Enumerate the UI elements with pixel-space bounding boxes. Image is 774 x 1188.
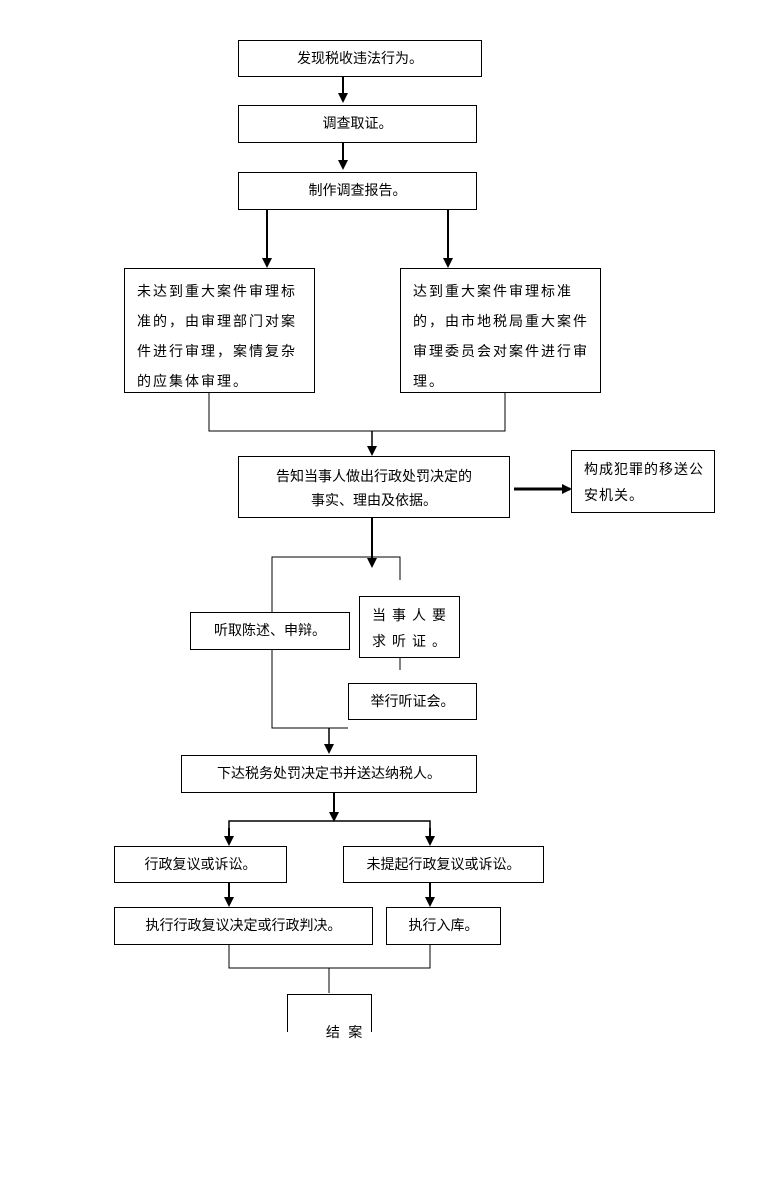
node-no-review: 未提起行政复议或诉讼。 bbox=[343, 846, 544, 883]
node-execute-review: 执行行政复议决定或行政判决。 bbox=[114, 907, 373, 945]
node-execute-review-text: 执行行政复议决定或行政判决。 bbox=[145, 918, 342, 934]
node-notify-line1: 告知当事人做出行政处罚决定的 bbox=[276, 469, 472, 485]
node-below-standard: 未达到重大案件审理标准的，由审理部门对案件进行审理，案情复杂的应集体审理。 bbox=[124, 268, 315, 393]
node-no-review-text: 未提起行政复议或诉讼。 bbox=[366, 856, 521, 873]
node-below-standard-text: 未达到重大案件审理标准的，由审理部门对案件进行审理，案情复杂的应集体审理。 bbox=[137, 284, 297, 390]
node-party-request-text: 当事人要求听证。 bbox=[372, 608, 452, 650]
node-hear-statement: 听取陈述、申辩。 bbox=[190, 612, 350, 650]
node-close-case-text: 结 案 bbox=[325, 1025, 365, 1041]
node-hear-statement-text: 听取陈述、申辩。 bbox=[214, 623, 326, 639]
node-report-text: 制作调查报告。 bbox=[308, 183, 407, 199]
node-hold-hearing-text: 举行听证会。 bbox=[370, 693, 455, 710]
node-execute-storage-text: 执行入库。 bbox=[408, 918, 479, 934]
hearing-loop-bottom bbox=[271, 650, 348, 729]
node-execute-storage: 执行入库。 bbox=[386, 907, 501, 945]
node-report: 制作调查报告。 bbox=[238, 172, 477, 210]
node-discover-text: 发现税收违法行为。 bbox=[297, 50, 423, 67]
node-crime-transfer-text: 构成犯罪的移送公安机关。 bbox=[584, 462, 704, 504]
node-issue-decision-text: 下达税务处罚决定书并送达纳税人。 bbox=[217, 766, 441, 782]
node-party-request: 当事人要求听证。 bbox=[359, 596, 460, 658]
node-hold-hearing: 举行听证会。 bbox=[348, 683, 477, 720]
node-notify: 告知当事人做出行政处罚决定的 事实、理由及依据。 bbox=[238, 456, 510, 518]
node-investigate: 调查取证。 bbox=[238, 105, 477, 143]
node-discover: 发现税收违法行为。 bbox=[238, 40, 482, 77]
node-notify-line2: 事实、理由及依据。 bbox=[311, 493, 437, 509]
node-close-case: 结 案 bbox=[287, 994, 372, 1041]
node-meets-standard: 达到重大案件审理标准的，由市地税局重大案件审理委员会对案件进行审理。 bbox=[400, 268, 601, 393]
hearing-loop-top bbox=[271, 556, 401, 612]
branch-split bbox=[228, 820, 431, 842]
merge-line bbox=[208, 393, 506, 432]
node-issue-decision: 下达税务处罚决定书并送达纳税人。 bbox=[181, 755, 477, 793]
node-meets-standard-text: 达到重大案件审理标准的，由市地税局重大案件审理委员会对案件进行审理。 bbox=[413, 284, 589, 390]
node-investigate-text: 调查取证。 bbox=[322, 116, 393, 132]
node-review-litigation: 行政复议或诉讼。 bbox=[114, 846, 287, 883]
node-crime-transfer: 构成犯罪的移送公安机关。 bbox=[571, 450, 715, 513]
close-merge bbox=[228, 945, 431, 969]
node-review-litigation-text: 行政复议或诉讼。 bbox=[144, 856, 257, 873]
